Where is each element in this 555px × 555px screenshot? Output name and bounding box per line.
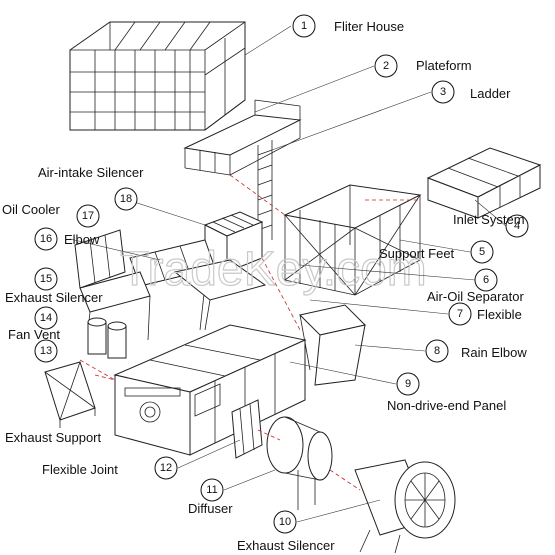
svg-text:16: 16 — [40, 233, 52, 245]
callout-label: Elbow — [64, 232, 100, 247]
callout-label: Non-drive-end Panel — [387, 398, 506, 413]
callout-label: Flexible Joint — [42, 462, 118, 477]
svg-text:13: 13 — [40, 345, 52, 357]
svg-text:7: 7 — [457, 308, 463, 320]
callout-label: Exhaust Silencer — [237, 538, 335, 553]
callout-8: 8 Rain Elbow — [425, 339, 527, 363]
svg-text:5: 5 — [479, 246, 485, 258]
filter-house-drawing — [69, 21, 246, 131]
callout-label: Support Feet — [379, 246, 455, 261]
inlet-system-drawing — [426, 147, 542, 219]
callout-label: Inlet System — [453, 212, 525, 227]
callout-label: Ladder — [470, 86, 511, 101]
main-enclosure-drawing — [113, 324, 307, 456]
watermark: TradeKey.com — [120, 243, 427, 296]
callout-label: Fliter House — [334, 19, 404, 34]
svg-text:12: 12 — [160, 462, 172, 474]
callout-label: Fan Vent — [8, 327, 60, 342]
callout-4: 4 Inlet System — [453, 212, 529, 238]
svg-text:11: 11 — [206, 484, 217, 496]
callout-11: 11 Diffuser — [188, 478, 233, 516]
svg-text:14: 14 — [40, 312, 52, 324]
callout-label: Exhaust Silencer — [5, 290, 103, 305]
exhaust-silencer-support-drawing — [79, 259, 267, 341]
callout-label: Diffuser — [188, 501, 233, 516]
callout-2: 2 Plateform — [374, 54, 472, 78]
callout-13: 13 Exhaust Support — [5, 339, 102, 445]
fan-vent-drawing — [87, 317, 127, 359]
callout-label: Plateform — [416, 58, 472, 73]
svg-text:18: 18 — [120, 193, 132, 205]
elbow-drawing — [74, 229, 216, 289]
callout-5: 5 Support Feet — [379, 240, 494, 264]
callout-1: 1 Fliter House — [292, 14, 404, 38]
svg-text:9: 9 — [405, 378, 411, 390]
svg-text:4: 4 — [514, 220, 520, 232]
exhaust-support-drawing — [44, 361, 96, 428]
callout-6: 6 Air-Oil Separator — [427, 268, 524, 304]
svg-text:17: 17 — [82, 210, 94, 222]
callout-label: Flexible — [477, 307, 522, 322]
leader-lines — [69, 25, 507, 523]
svg-text:8: 8 — [434, 345, 440, 357]
callout-label: Exhaust Support — [5, 430, 102, 445]
callout-15: 15 Exhaust Silencer — [5, 267, 103, 305]
svg-text:3: 3 — [440, 86, 446, 98]
callout-7: 7 Flexible — [448, 302, 522, 326]
callout-label: Oil Cooler — [2, 202, 60, 217]
callout-16: 16 Elbow — [34, 227, 100, 251]
callout-label: Rain Elbow — [461, 345, 527, 360]
diffuser-drawing — [266, 416, 333, 510]
callout-12: 12 Flexible Joint — [42, 456, 178, 480]
callout-10: 10 Exhaust Silencer — [237, 510, 335, 553]
svg-text:10: 10 — [279, 516, 291, 528]
callout-label: Air-Oil Separator — [427, 289, 524, 304]
callout-label: Air-intake Silencer — [38, 165, 144, 180]
svg-text:2: 2 — [383, 60, 389, 72]
support-frame-drawing — [283, 184, 422, 296]
svg-text:1: 1 — [301, 20, 307, 32]
svg-text:6: 6 — [483, 274, 489, 286]
svg-text:15: 15 — [40, 273, 52, 285]
callout-18: 18 Air-intake Silencer — [38, 165, 144, 211]
callout-17: 17 Oil Cooler — [2, 202, 100, 228]
callout-14: 14 Fan Vent — [8, 306, 60, 342]
exhaust-silencer-drawing — [354, 459, 456, 554]
callout-3: 3 Ladder — [431, 80, 511, 104]
alignment-lines — [79, 174, 420, 491]
callout-9: 9 Non-drive-end Panel — [387, 372, 506, 413]
